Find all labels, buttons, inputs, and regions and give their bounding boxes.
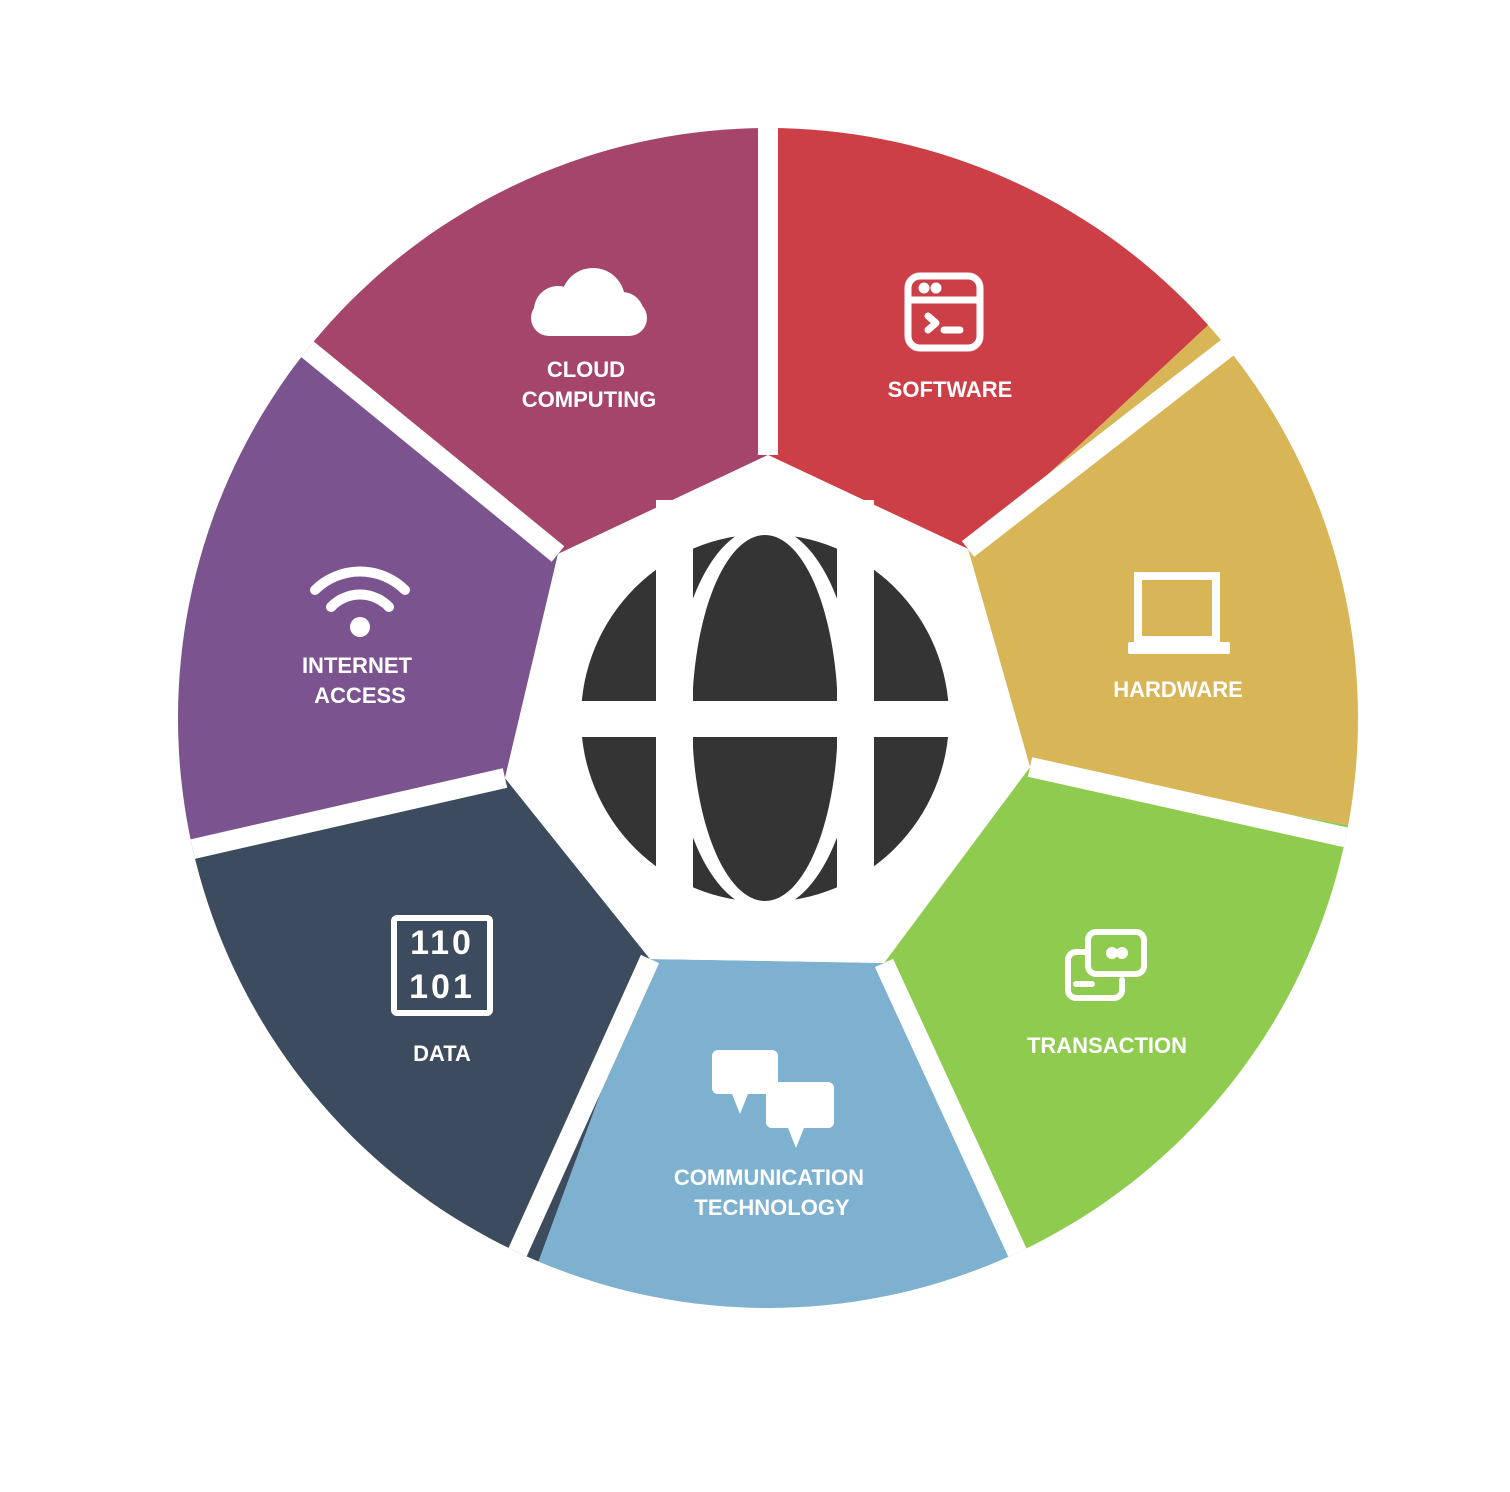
- label-line: DATA: [413, 1041, 471, 1066]
- segment-data[interactable]: [0, 778, 650, 1420]
- binary-data-icon: 110 101: [391, 915, 493, 1016]
- label-line: CLOUD: [547, 357, 625, 382]
- separator-line: [283, 327, 565, 562]
- separator-line: [874, 958, 1040, 1285]
- cloud-icon: [531, 268, 647, 336]
- label-internet-access: INTERNET ACCESS: [302, 653, 418, 708]
- label-line: ACCESS: [314, 683, 406, 708]
- laptop-icon: [1128, 572, 1230, 654]
- label-line: TRANSACTION: [1027, 1033, 1187, 1058]
- svg-text:110: 110: [410, 924, 474, 962]
- separator-line: [1027, 757, 1358, 855]
- segment-labels: SOFTWARE HARDWARE TRANSACTION COMMUNICAT…: [302, 357, 1243, 1220]
- label-software: SOFTWARE: [888, 377, 1013, 402]
- wifi-icon: [310, 566, 410, 637]
- label-line: HARDWARE: [1113, 677, 1243, 702]
- separator-line: [961, 322, 1257, 557]
- separator-line: [178, 768, 508, 862]
- chat-bubbles-icon: [712, 1050, 834, 1148]
- label-line: SOFTWARE: [888, 377, 1013, 402]
- label-line: TECHNOLOGY: [694, 1195, 850, 1220]
- segment-hardware[interactable]: [968, 98, 1510, 880]
- label-communication-technology: COMMUNICATION TECHNOLOGY: [674, 1165, 870, 1220]
- label-hardware: HARDWARE: [1113, 677, 1243, 702]
- segment-transaction[interactable]: [884, 767, 1510, 1420]
- label-line: COMMUNICATION: [674, 1165, 864, 1190]
- payment-cards-icon: [1065, 929, 1147, 1001]
- globe-icon: [560, 500, 970, 940]
- label-data: DATA: [413, 1041, 471, 1066]
- label-line: INTERNET: [302, 653, 413, 678]
- svg-text:101: 101: [409, 968, 475, 1006]
- separator-line: [495, 954, 660, 1285]
- label-transaction: TRANSACTION: [1027, 1033, 1187, 1058]
- segment-internet-access[interactable]: [0, 310, 558, 920]
- label-cloud-computing: CLOUD COMPUTING: [522, 357, 656, 412]
- label-line: COMPUTING: [522, 387, 656, 412]
- segment-separators: [178, 128, 1358, 1285]
- terminal-window-icon: [904, 272, 984, 352]
